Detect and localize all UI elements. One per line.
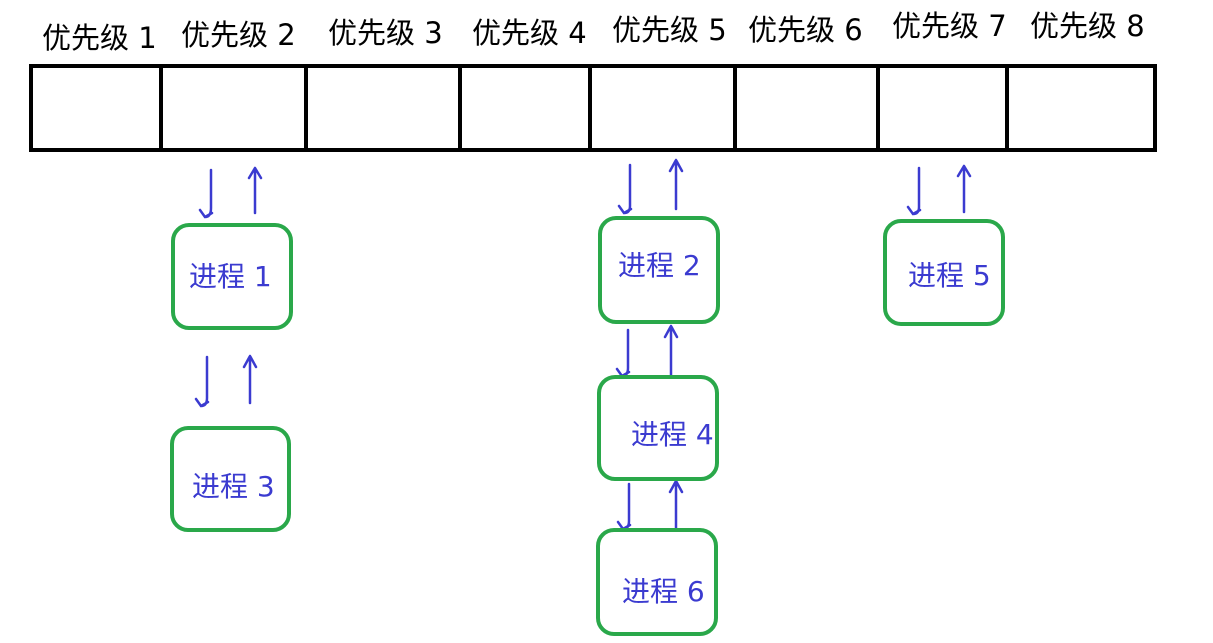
priority-label-8: 优先级 8 (1030, 9, 1145, 43)
process-label-1: 进程 1 (189, 260, 272, 293)
up-arrow-icon (242, 354, 258, 405)
priority-label-3: 优先级 3 (328, 16, 443, 50)
process-box-6 (596, 528, 718, 636)
process-label-2: 进程 2 (618, 249, 701, 282)
down-arrow-icon (198, 168, 214, 219)
process-label-3: 进程 3 (192, 470, 275, 503)
process-label-4: 进程 4 (631, 418, 714, 451)
priority-label-5: 优先级 5 (612, 13, 727, 47)
process-box-3 (170, 426, 291, 532)
process-box-2 (598, 216, 720, 324)
up-arrow-icon (663, 324, 679, 377)
down-arrow-icon (617, 163, 633, 215)
up-arrow-icon (668, 479, 684, 530)
process-label-6: 进程 6 (622, 575, 705, 608)
process-box-4 (597, 375, 719, 481)
down-arrow-icon (906, 166, 922, 216)
down-arrow-icon (615, 328, 631, 378)
priority-label-2: 优先级 2 (181, 18, 296, 52)
process-label-5: 进程 5 (908, 259, 991, 292)
down-arrow-icon (616, 482, 632, 531)
priority-label-4: 优先级 4 (472, 16, 587, 50)
priority-queue-array (29, 64, 1157, 152)
process-box-5 (883, 219, 1005, 326)
process-box-1 (171, 223, 293, 330)
down-arrow-icon (194, 355, 210, 408)
priority-label-6: 优先级 6 (748, 13, 863, 47)
up-arrow-icon (956, 164, 972, 214)
up-arrow-icon (668, 158, 684, 211)
up-arrow-icon (247, 166, 263, 215)
queue-outline (29, 64, 1157, 152)
priority-label-7: 优先级 7 (892, 9, 1007, 43)
priority-label-1: 优先级 1 (42, 21, 157, 55)
